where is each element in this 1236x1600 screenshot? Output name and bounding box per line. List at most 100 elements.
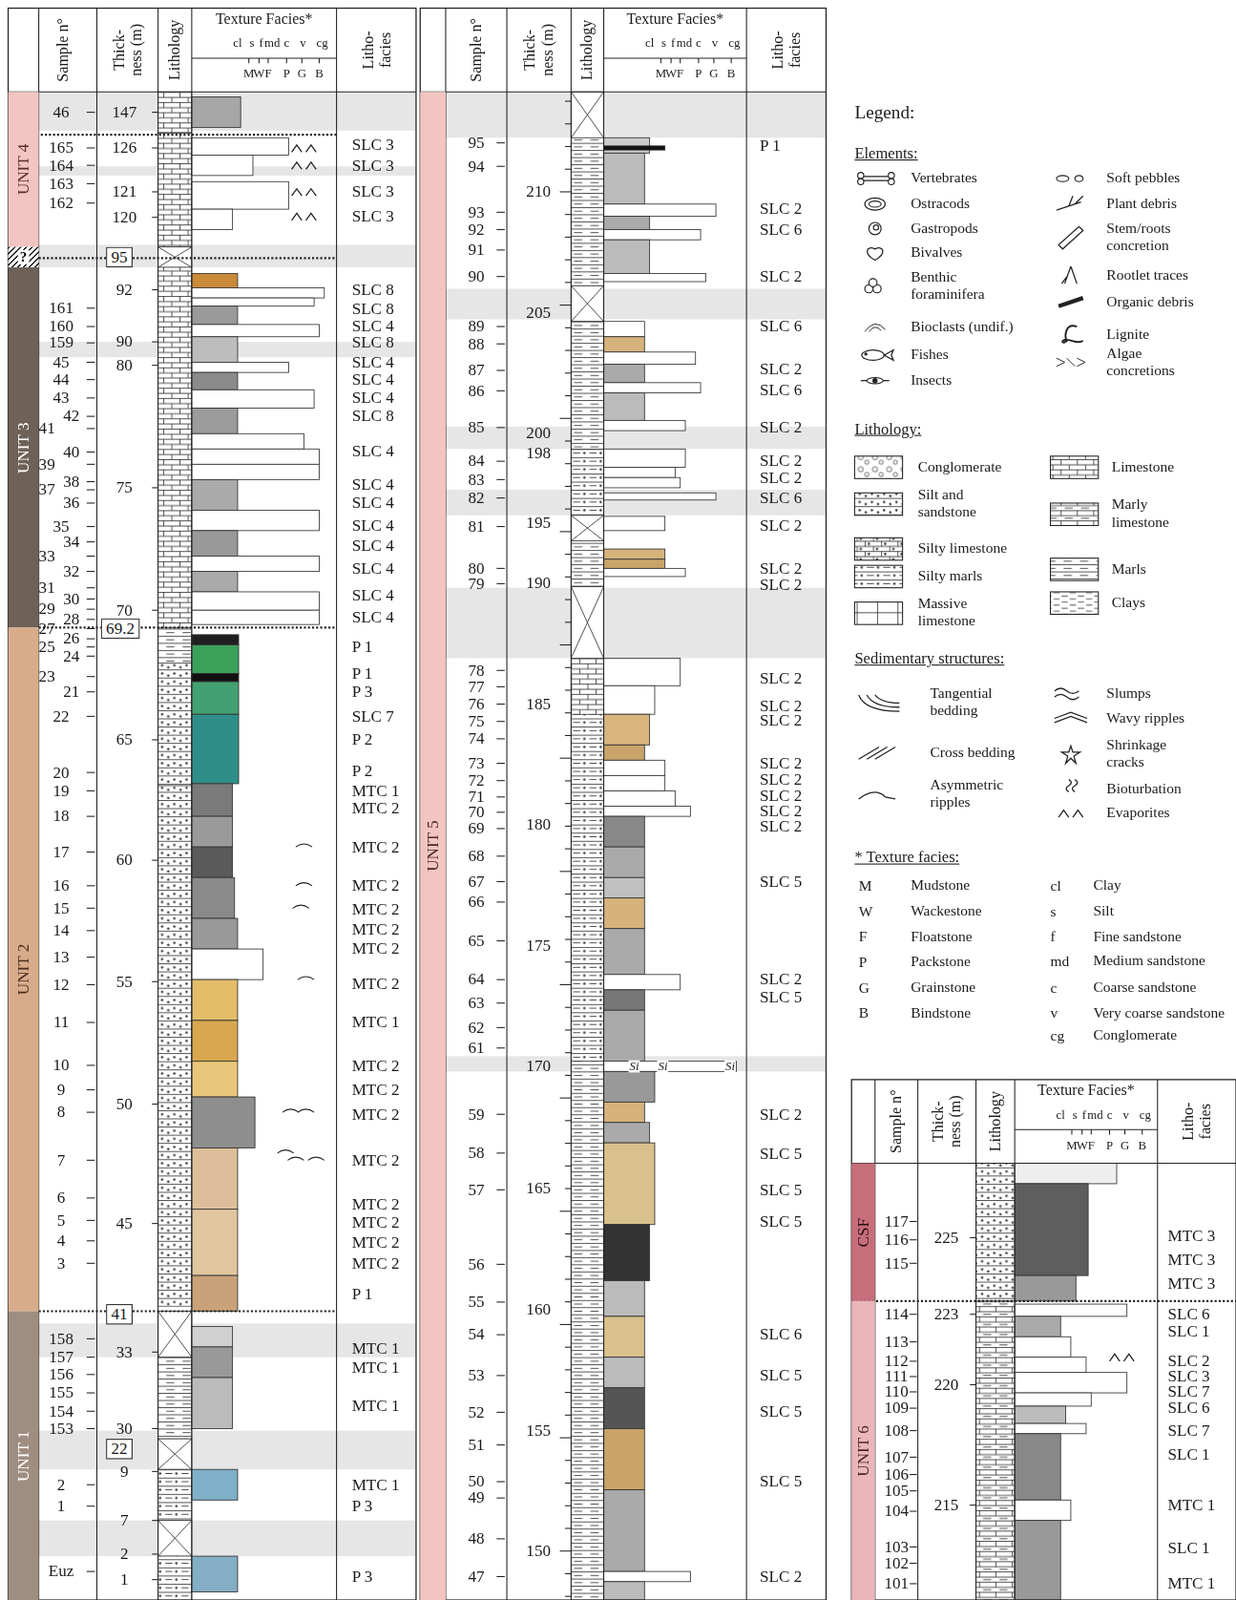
grain-size-code: c bbox=[1050, 980, 1058, 995]
thickness-tick bbox=[560, 1323, 572, 1325]
sample-tick bbox=[86, 691, 96, 692]
thickness-tick bbox=[560, 1550, 572, 1551]
lithofacies-code: SLC 4 bbox=[352, 537, 395, 554]
sample-tick bbox=[496, 979, 505, 981]
lithofacies-code: MTC 2 bbox=[352, 900, 400, 918]
thickness-value: 95 bbox=[110, 249, 127, 266]
sample-tick bbox=[86, 1410, 96, 1412]
evaporite-symbol bbox=[1110, 1353, 1135, 1361]
sample-number: 30 bbox=[62, 590, 80, 608]
evaporite-symbol bbox=[292, 145, 317, 152]
grain-size-code: v bbox=[1050, 1005, 1059, 1021]
texture-bar bbox=[191, 672, 239, 682]
sample-tick bbox=[909, 1510, 917, 1512]
grain-size-code: s bbox=[1072, 1108, 1078, 1121]
legend-text: Mudstone bbox=[910, 876, 970, 895]
lithofacies-code: MTC 2 bbox=[352, 1081, 400, 1098]
sample-number: 40 bbox=[62, 443, 80, 461]
texture-bar bbox=[191, 1555, 238, 1592]
sample-tick bbox=[496, 1497, 505, 1499]
sample-tick bbox=[496, 1537, 505, 1539]
sample-tick bbox=[86, 342, 96, 344]
texture-code: F bbox=[1088, 1138, 1095, 1152]
ripple-symbol bbox=[293, 904, 310, 908]
texture-bar bbox=[1014, 1275, 1076, 1301]
legend-title: Legend: bbox=[854, 103, 915, 122]
sample-number: 61 bbox=[467, 1039, 484, 1056]
sample-number: 79 bbox=[467, 575, 484, 592]
texture-bar bbox=[1014, 1423, 1087, 1434]
lithofacies-code: SLC 2 bbox=[759, 712, 802, 729]
grain-size-code: f bbox=[1050, 929, 1056, 944]
lithology-bed bbox=[158, 91, 192, 133]
sample-number: 6 bbox=[57, 1189, 66, 1206]
grey-band bbox=[39, 1430, 417, 1470]
lithofacies-code: SLC 4 bbox=[352, 442, 395, 460]
thickness-value: 2 bbox=[120, 1545, 129, 1562]
thickness-tick bbox=[565, 779, 571, 781]
texture-bar bbox=[1014, 1336, 1071, 1357]
thickness-tick bbox=[565, 1505, 571, 1507]
sample-number: 72 bbox=[467, 772, 484, 789]
thickness-tick bbox=[565, 485, 571, 487]
texture-bar bbox=[604, 657, 681, 686]
legend-symbol bbox=[868, 278, 878, 288]
texture-code: G bbox=[858, 980, 870, 995]
unit-band: UNIT 3 bbox=[8, 267, 40, 628]
sample-number: 38 bbox=[62, 473, 80, 490]
sample-number: 153 bbox=[48, 1420, 74, 1437]
grain-size-code: md bbox=[1050, 953, 1070, 968]
texture-bar bbox=[191, 433, 305, 449]
thickness-tick bbox=[151, 1222, 158, 1224]
lithofacies-code: SLC 3 bbox=[352, 136, 395, 153]
frame-line bbox=[1156, 1079, 1158, 1600]
legend-text: Bioclasts (undif.) bbox=[910, 317, 1014, 336]
column-header: Lithology bbox=[579, 20, 595, 81]
unit-name: UNIT 6 bbox=[855, 1424, 872, 1476]
column-frame bbox=[851, 1079, 1236, 1600]
sample-number: 74 bbox=[467, 730, 484, 747]
grain-size-code: v bbox=[299, 36, 306, 49]
sample-tick bbox=[496, 940, 505, 942]
thickness-value: 1 bbox=[120, 1571, 129, 1588]
legend-text: Massive limestone bbox=[918, 594, 1000, 630]
sample-number: 86 bbox=[467, 382, 484, 399]
sample-number: 52 bbox=[467, 1403, 484, 1421]
thickness-tick bbox=[151, 1351, 158, 1353]
sample-tick bbox=[496, 811, 505, 813]
thickness-tick bbox=[151, 1578, 158, 1580]
grey-band bbox=[39, 245, 417, 269]
frame-line bbox=[1014, 1079, 1016, 1600]
texture-bar bbox=[604, 974, 681, 990]
thickness-tick bbox=[565, 621, 571, 623]
legend-text: Coarse sandstone bbox=[1092, 978, 1196, 997]
sample-tick bbox=[496, 479, 505, 481]
sample-tick bbox=[86, 1196, 96, 1198]
sample-tick bbox=[496, 827, 505, 829]
sample-tick bbox=[86, 984, 96, 985]
legend-text: Conglomerate bbox=[1092, 1026, 1177, 1045]
sample-number: 69 bbox=[467, 819, 484, 837]
texture-code: M bbox=[1066, 1138, 1077, 1152]
legend-text: Bindstone bbox=[910, 1004, 971, 1023]
grain-size-code: c bbox=[695, 36, 702, 49]
thickness-tick bbox=[151, 364, 158, 366]
thickness-value: 200 bbox=[525, 424, 551, 441]
thickness-tick bbox=[151, 146, 158, 148]
lithofacies-code: SLC 6 bbox=[1167, 1400, 1210, 1417]
texture-code: P bbox=[694, 67, 702, 81]
legend-text: Very coarse sandstone bbox=[1092, 1004, 1225, 1023]
sample-number: 159 bbox=[48, 335, 74, 352]
thickness-value: 185 bbox=[525, 695, 551, 713]
ripple-symbol bbox=[297, 1109, 315, 1112]
texture-bar bbox=[604, 805, 692, 817]
legend-text: Stem/roots concretion bbox=[1106, 219, 1198, 255]
sample-tick bbox=[496, 1189, 505, 1191]
thickness-tick bbox=[565, 123, 571, 125]
legend-symbol bbox=[1056, 175, 1069, 182]
sample-tick bbox=[86, 525, 96, 527]
frame-line bbox=[604, 57, 748, 59]
sample-tick bbox=[496, 900, 505, 902]
texture-bar bbox=[191, 209, 233, 230]
legend-text: Vertebrates bbox=[910, 168, 978, 188]
